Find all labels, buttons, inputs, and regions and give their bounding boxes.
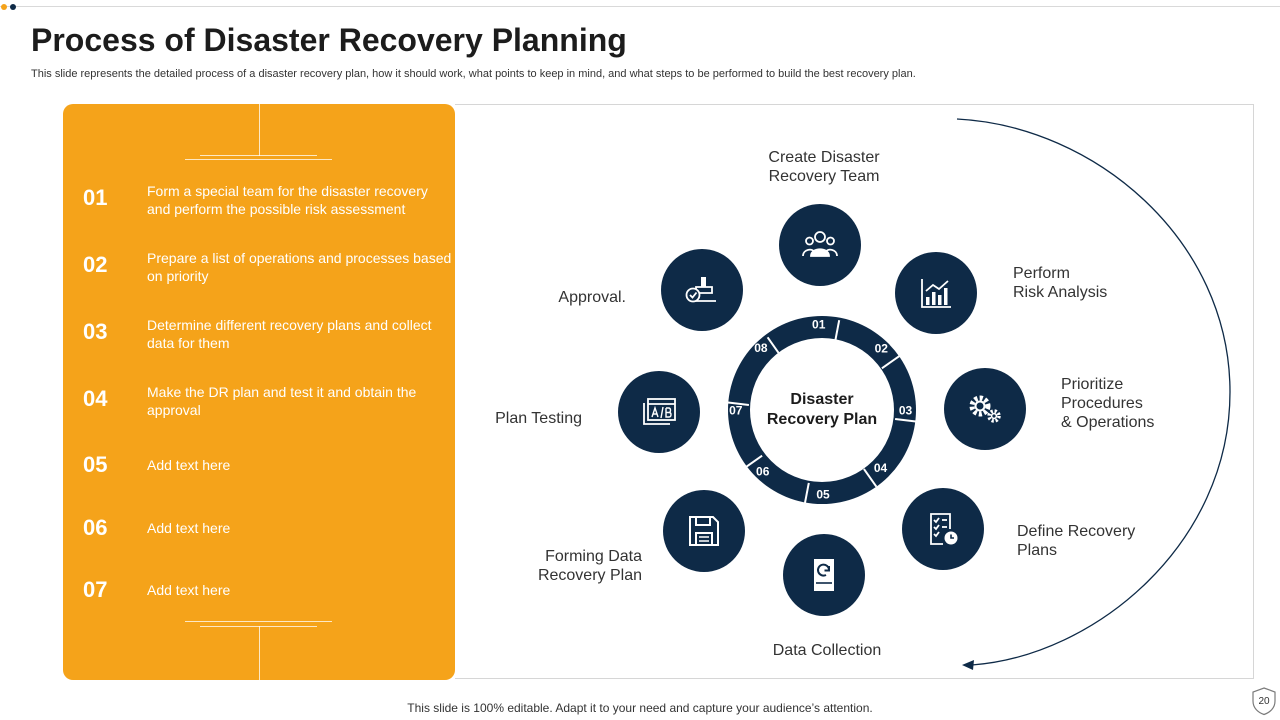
panel-decor-line-top-vertical <box>259 104 260 156</box>
node-plan-testing <box>618 371 700 453</box>
ring-segment-number: 08 <box>754 341 768 355</box>
ring-segment-number: 02 <box>875 342 889 356</box>
label-line: Risk Analysis <box>1013 284 1108 301</box>
node-label-approval: Approval. <box>506 288 626 307</box>
step-number: 02 <box>83 252 108 277</box>
node-data-collection <box>783 534 865 616</box>
label-line: Approval. <box>558 289 626 306</box>
step-text: Add text here <box>147 520 231 536</box>
team-icon <box>802 231 838 257</box>
step-number: 01 <box>83 185 108 210</box>
ring-segment-number: 03 <box>899 404 913 418</box>
center-title-line: Recovery Plan <box>766 411 878 428</box>
ring-divider <box>834 320 841 342</box>
step-text: Determine different recovery plans and c… <box>147 317 432 351</box>
label-line: Plan Testing <box>495 410 582 427</box>
ring-divider <box>803 482 810 504</box>
node-define-plans <box>902 488 984 570</box>
node-label-data-collection: Data Collection <box>762 641 892 660</box>
node-forming-plan <box>663 490 745 572</box>
step-number: 06 <box>83 515 108 540</box>
approval-stamp-icon <box>685 277 716 303</box>
diagram-frame <box>455 104 1254 679</box>
panel-decor-line-bottom-vertical <box>259 626 260 680</box>
node-create-team <box>779 204 861 286</box>
label-line: Define Recovery <box>1017 523 1136 540</box>
page-subtitle: This slide represents the detailed proce… <box>31 68 916 80</box>
node-label-create-team: Create Disaster Recovery Team <box>758 148 890 186</box>
top-divider <box>0 6 1280 7</box>
gears-icon <box>969 395 1001 423</box>
step-text: Prepare a list of operations and process… <box>147 250 452 284</box>
ring-divider <box>743 454 763 470</box>
step-number: 07 <box>83 577 108 602</box>
checklist-clock-icon <box>930 513 958 545</box>
node-risk-analysis <box>895 252 977 334</box>
accent-dot-navy <box>10 4 16 10</box>
accent-dot-orange <box>1 4 7 10</box>
step-text: Add text here <box>147 457 231 473</box>
panel-decor-line-bottom-1 <box>185 621 332 622</box>
steps-panel: 01 Form a special team for the disaster … <box>63 104 455 680</box>
center-title: Disaster Recovery Plan <box>748 390 896 430</box>
label-line: Forming Data <box>545 548 642 565</box>
label-line: Prioritize <box>1061 376 1124 393</box>
ring-segment-number: 06 <box>756 465 770 479</box>
arrow-head <box>962 660 974 670</box>
ring-segment-number: 07 <box>729 404 743 418</box>
floppy-disk-icon <box>689 516 719 546</box>
node-label-risk-analysis: Perform Risk Analysis <box>1013 264 1143 302</box>
node-approval <box>661 249 743 331</box>
cycle-ring: 01 02 03 04 05 06 07 08 <box>726 316 918 504</box>
node-label-plan-testing: Plan Testing <box>462 409 582 428</box>
step-number: 05 <box>83 452 108 477</box>
step-number: 03 <box>83 319 108 344</box>
step-text: Make the DR plan and test it and obtain … <box>147 384 417 418</box>
label-line: Data Collection <box>772 642 882 659</box>
panel-decor-line-bottom-2 <box>200 626 317 627</box>
panel-decor-line-top-2 <box>185 159 332 160</box>
ring-divider <box>766 336 781 356</box>
node-prioritize <box>944 368 1026 450</box>
page-number: 20 <box>1258 696 1270 707</box>
panel-decor-line-top-1 <box>200 155 317 156</box>
label-line: Perform <box>1013 265 1070 282</box>
step-text: Add text here <box>147 582 231 598</box>
ring-divider <box>894 418 918 423</box>
node-label-define-plans: Define Recovery Plans <box>1017 522 1147 560</box>
bar-chart-icon <box>921 279 951 308</box>
node-label-prioritize: Prioritize Procedures & Operations <box>1061 375 1191 432</box>
drive-restore-icon <box>814 559 834 591</box>
center-title-line: Disaster <box>790 391 854 408</box>
ring-divider <box>881 354 901 370</box>
node-label-forming-plan: Forming Data Recovery Plan <box>512 547 642 585</box>
label-line: Recovery Team <box>768 168 880 185</box>
step-number: 04 <box>83 386 108 411</box>
page-title: Process of Disaster Recovery Planning <box>31 22 627 58</box>
label-line: & Operations <box>1061 414 1155 431</box>
page-badge-icon <box>1252 687 1276 716</box>
footer-note: This slide is 100% editable. Adapt it to… <box>407 701 873 715</box>
label-line: Create Disaster <box>768 149 880 166</box>
ring-segment-number: 01 <box>812 318 826 332</box>
ring-segment-number: 05 <box>816 488 830 502</box>
label-line: Plans <box>1017 542 1058 559</box>
ring-divider <box>863 468 878 488</box>
ring-segment-number: 04 <box>874 461 888 475</box>
ab-test-icon <box>643 398 676 425</box>
ring-divider <box>726 401 750 406</box>
label-line: Recovery Plan <box>537 567 642 584</box>
label-line: Procedures <box>1061 395 1143 412</box>
step-text: Form a special team for the disaster rec… <box>147 183 428 217</box>
